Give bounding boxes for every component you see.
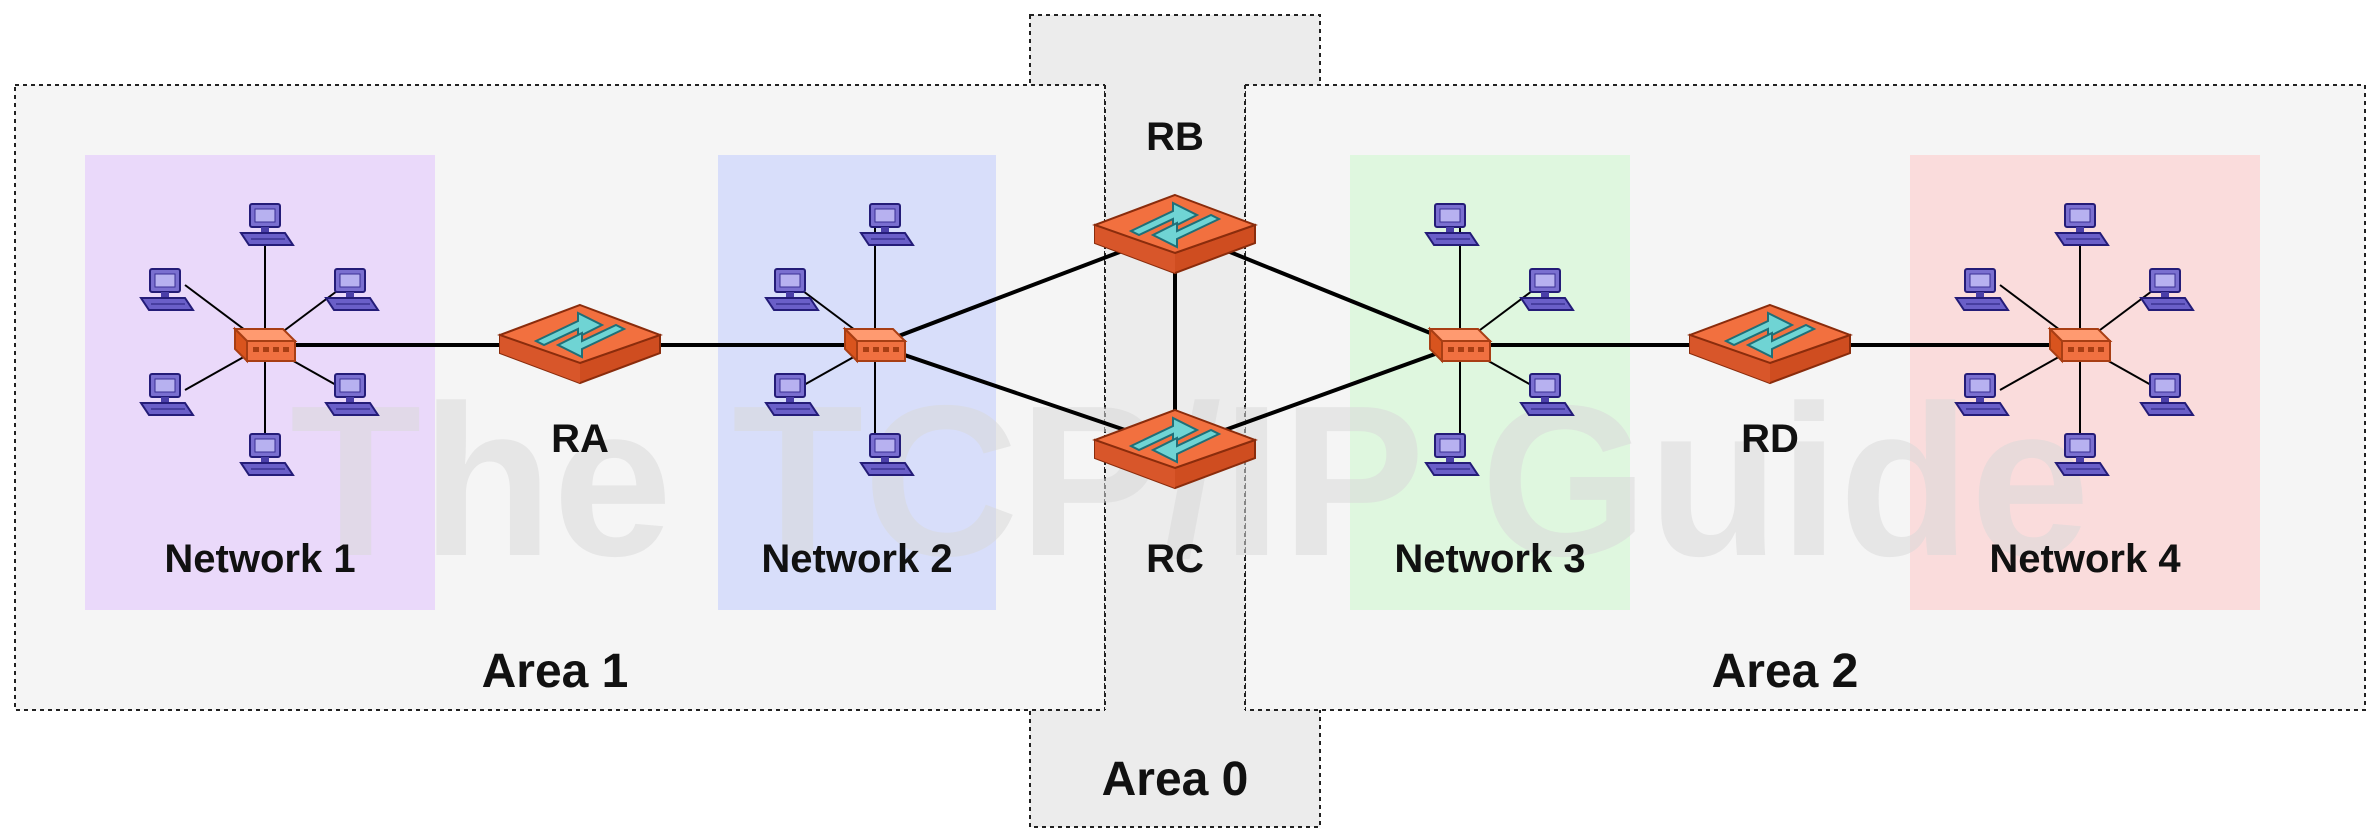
router-ra-label: RA: [551, 417, 609, 461]
network3-label: Network 3: [1394, 537, 1585, 581]
area2-label: Area 2: [1712, 645, 1859, 698]
network2-cluster: [765, 203, 914, 476]
router-rc-label: RC: [1146, 537, 1204, 581]
link-rc-hub3: [1224, 343, 1461, 432]
area0-label: Area 0: [1102, 753, 1249, 806]
link-hub2-rc: [874, 343, 1126, 432]
hub-icon: [234, 328, 296, 362]
hub-icon: [2049, 328, 2111, 362]
network1-box: [85, 155, 435, 610]
network3-cluster: [1425, 203, 1574, 476]
link-rb-hub3: [1224, 248, 1461, 347]
hub-icon: [1429, 328, 1491, 362]
area1-label: Area 1: [482, 645, 629, 698]
network1-cluster: [140, 203, 379, 476]
router-rb-label: RB: [1146, 115, 1204, 159]
network4-cluster: [1955, 203, 2194, 476]
network2-box: [718, 155, 996, 610]
network4-label: Network 4: [1989, 537, 2181, 581]
router-rd-label: RD: [1741, 417, 1799, 461]
network3-box: [1350, 155, 1630, 610]
links: [265, 248, 2080, 432]
network1-label: Network 1: [164, 537, 355, 581]
link-hub2-rb: [874, 248, 1126, 347]
network2-label: Network 2: [761, 537, 952, 581]
hub-icon: [844, 328, 906, 362]
